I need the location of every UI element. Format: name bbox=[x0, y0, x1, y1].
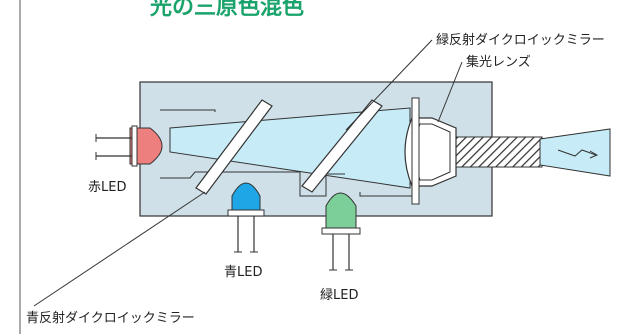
green-mirror-leader bbox=[345, 39, 433, 131]
green-mirror-label: 緑反射ダイクロイックミラー bbox=[436, 32, 605, 48]
green-dichroic-mirror bbox=[301, 99, 383, 193]
output-beam bbox=[539, 128, 611, 177]
red-led-label: 赤LED bbox=[88, 180, 126, 195]
lens-label: 集光レンズ bbox=[466, 54, 531, 70]
blue-led bbox=[227, 182, 265, 253]
inner-channel bbox=[160, 109, 216, 112]
blue-mirror-label: 青反射ダイクロイックミラー bbox=[26, 310, 195, 326]
page-title: 光の三原色混色 bbox=[149, 0, 304, 20]
lens-holder bbox=[411, 97, 420, 205]
green-led-label: 緑LED bbox=[320, 288, 358, 303]
blue-dichroic-mirror bbox=[195, 99, 273, 195]
blue-led-label: 青LED bbox=[224, 265, 262, 280]
red-led bbox=[95, 125, 163, 167]
output-arrow bbox=[557, 149, 597, 157]
output-tube bbox=[451, 136, 543, 168]
green-led bbox=[321, 192, 361, 271]
blue-mirror-leader bbox=[33, 191, 206, 307]
lens-leader bbox=[437, 61, 463, 123]
